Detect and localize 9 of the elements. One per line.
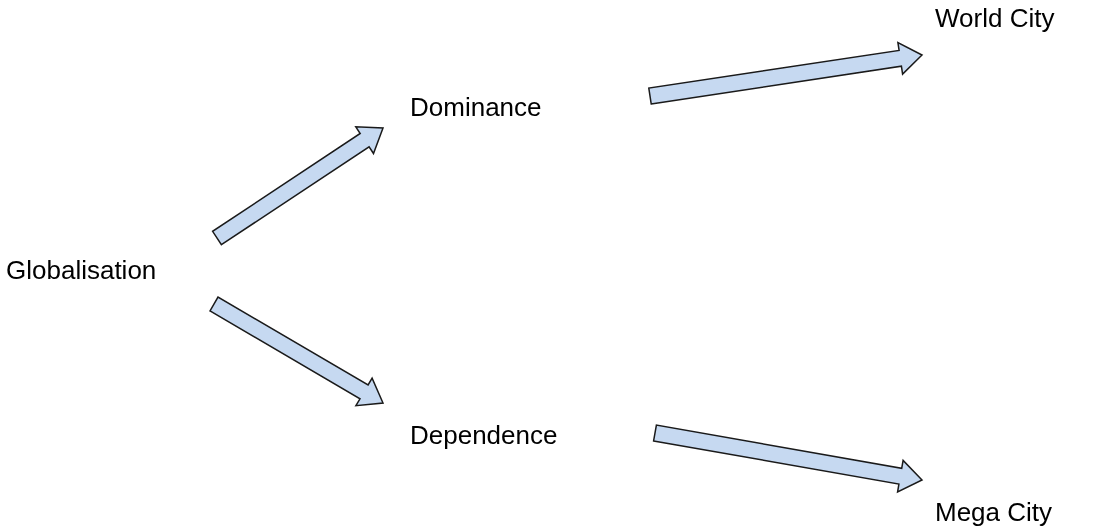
block-arrow	[208, 296, 385, 407]
node-label: Mega City	[935, 499, 1053, 525]
node-label: Dominance	[410, 94, 542, 120]
block-arrow	[647, 41, 924, 105]
block-arrow	[211, 126, 385, 246]
node-label: World City	[935, 5, 1055, 31]
block-arrow	[652, 424, 924, 494]
node-label: Dependence	[410, 422, 558, 448]
node-label: Globalisation	[6, 257, 157, 283]
